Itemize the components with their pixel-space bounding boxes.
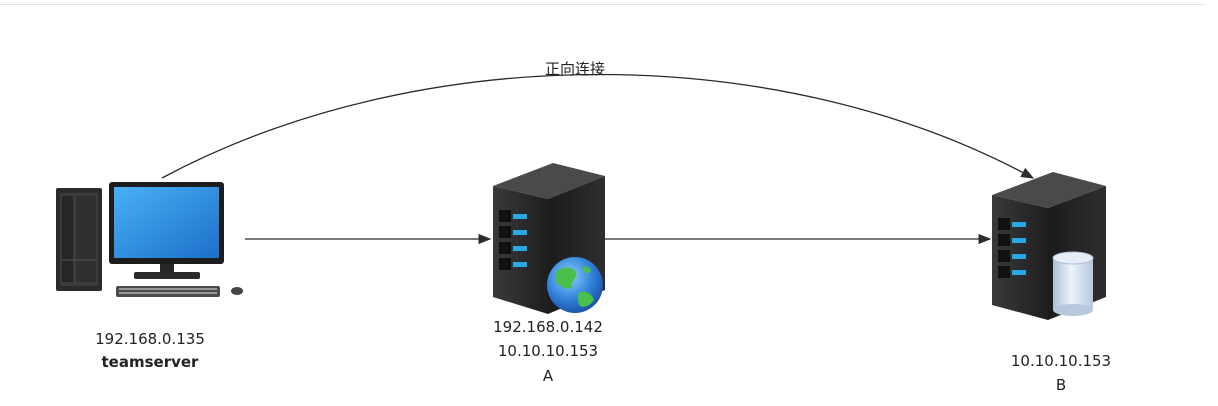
node-b-ip: 10.10.10.153 — [1010, 352, 1112, 370]
forward-connection-arc — [161, 73, 1035, 179]
node-a-ip-external: 192.168.0.142 — [493, 318, 603, 336]
teamserver-name: teamserver — [101, 353, 199, 371]
node-b-name: B — [1055, 376, 1067, 394]
web-server-globe-icon — [493, 163, 605, 314]
node-a-name: A — [542, 367, 554, 385]
desktop-computer-icon — [56, 182, 243, 297]
database-server-icon — [992, 172, 1106, 320]
node-a-ip-internal: 10.10.10.153 — [497, 342, 599, 360]
connection-label: 正向连接 — [544, 60, 605, 78]
teamserver-ip: 192.168.0.135 — [95, 330, 205, 348]
top-divider — [0, 4, 1205, 5]
